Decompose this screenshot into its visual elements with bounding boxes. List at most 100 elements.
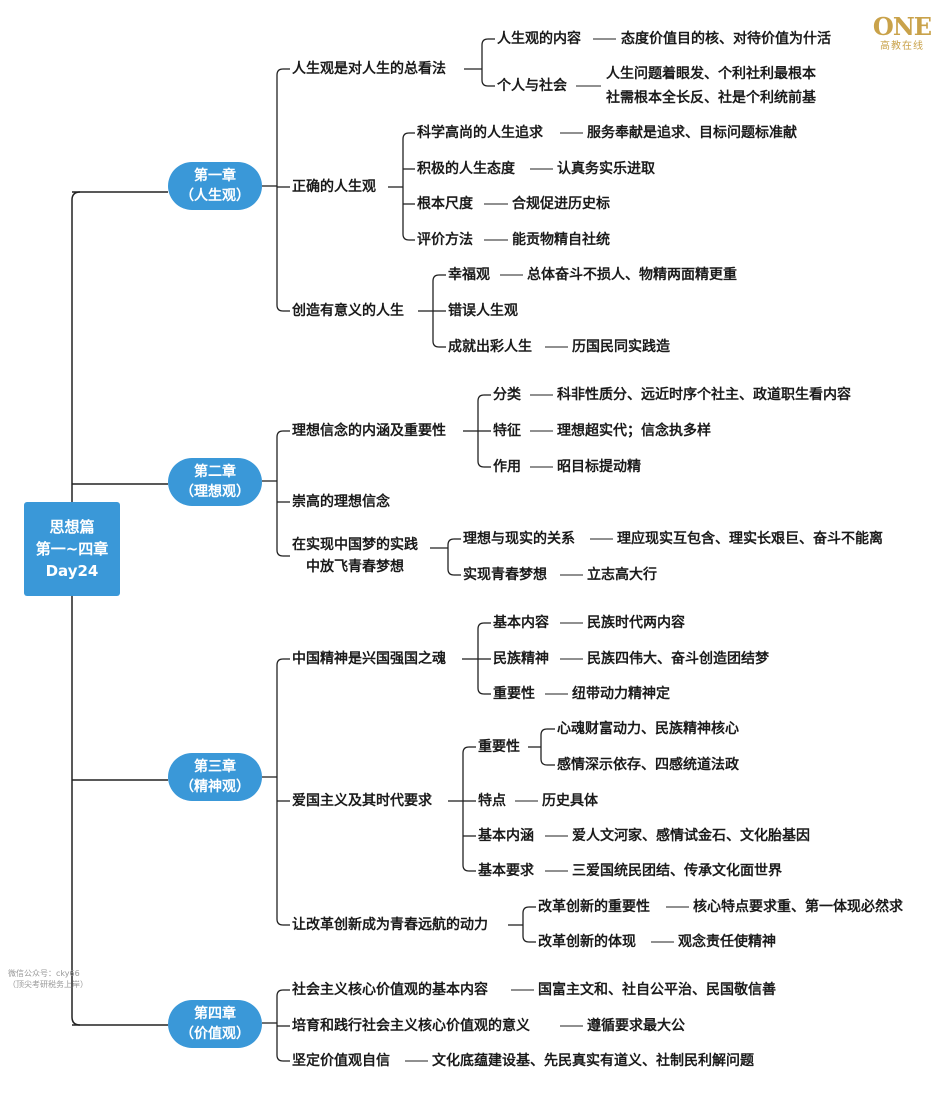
ch3-b2-node-4-label: 基本要求	[478, 863, 534, 879]
connector-line-31	[432, 274, 440, 348]
ch1-b2-node-3-label: 根本尺度	[417, 196, 473, 212]
ch1-b3-node-1-label: 幸福观	[448, 267, 490, 283]
ch4-branch-2-text: 遵循要求最大公	[587, 1018, 685, 1034]
ch3-b1-node-2-text: 民族四伟大、奋斗创造团结梦	[587, 651, 769, 667]
ch1-branch-1: 人生观是对人生的总看法	[292, 61, 446, 77]
ch3-b2-node-3-label: 基本内涵	[478, 828, 534, 844]
chapter-4-title: 第四章	[194, 1006, 236, 1022]
ch1-branch-2: 正确的人生观	[292, 179, 376, 195]
ch1-b2-node-2-text: 认真务实乐进取	[557, 161, 655, 177]
root-line-1: 思想篇	[49, 518, 95, 536]
ch3-b1-node-1-label: 基本内容	[493, 615, 549, 631]
chapter-1-subtitle: （人生观）	[180, 188, 250, 204]
ch1-b1-node-2-label: 个人与社会	[497, 78, 567, 94]
ch3-b3-node-1-text: 核心特点要求重、第一体现必然求	[693, 899, 903, 915]
ch2-b1-node-3-text: 昭目标提动精	[557, 459, 641, 475]
connector-line-54	[447, 538, 455, 576]
ch3-b2-node-4-text: 三爱国统民团结、传承文化面世界	[572, 863, 782, 879]
ch1-b1-node-2-text-1: 人生问题着眼发、个利社利最根本	[606, 66, 816, 82]
ch1-b2-node-1-text: 服务奉献是追求、目标问题标准献	[587, 125, 797, 141]
ch3-b2-node-1-text-1: 心魂财富动力、民族精神核心	[557, 721, 739, 737]
logo-mark: ONE	[872, 12, 932, 41]
ch3-b1-node-3-text: 纽带动力精神定	[572, 686, 670, 702]
ch3-b1-node-3-label: 重要性	[493, 686, 535, 702]
side-watermark-note: 微信公众号：cky66 （顶尖考研税务上岸）	[8, 968, 118, 990]
ch1-b2-node-2-label: 积极的人生态度	[417, 161, 515, 177]
ch1-b2-node-1-label: 科学高尚的人生追求	[417, 125, 543, 141]
ch2-b3-node-1-text: 理应现实互包含、理实长艰巨、奋斗不能离	[617, 531, 883, 547]
connector-line-83	[540, 728, 548, 766]
ch1-b2-node-4-text: 能贡物精自社统	[512, 232, 610, 248]
root-node: 思想篇 第一~四章 Day24	[24, 502, 120, 596]
root-line-3: Day24	[45, 562, 99, 580]
ch2-branch-1: 理想信念的内涵及重要性	[292, 423, 446, 439]
ch1-b2-node-4-label: 评价方法	[417, 232, 473, 248]
connector-line-19	[402, 132, 410, 241]
ch2-branch-3-line-1: 在实现中国梦的实践	[292, 537, 418, 553]
ch1-b3-node-2-label: 错误人生观	[448, 303, 518, 319]
ch4-branch-1-label: 社会主义核心价值观的基本内容	[292, 982, 488, 998]
ch1-b3-node-1-text: 总体奋斗不损人、物精两面精更重	[527, 267, 737, 283]
ch3-b3-node-2-text: 观念责任使精神	[678, 934, 776, 950]
brand-logo: ONE 高教在线	[868, 14, 936, 60]
logo-text: 高教在线	[880, 41, 924, 52]
ch2-b1-node-1-label: 分类	[493, 387, 521, 403]
ch2-b3-node-2-text: 立志高大行	[587, 567, 657, 583]
ch4-branch-1-text: 国富主文和、社自公平治、民国敬信善	[538, 982, 776, 998]
ch3-b2-node-1-text-2: 感情深示依存、四感统道法政	[557, 757, 739, 773]
ch3-b1-node-1-text: 民族时代两内容	[587, 615, 685, 631]
root-line-2: 第一~四章	[35, 540, 109, 558]
ch1-b3-node-3-label: 成就出彩人生	[448, 339, 532, 355]
connector-line-13	[481, 38, 489, 87]
ch3-b2-node-1-label: 重要性	[478, 739, 520, 755]
ch1-b1-node-1-text: 态度价值目的核、对待价值为什活	[621, 31, 831, 47]
ch4-branch-2-label: 培育和践行社会主义核心价值观的意义	[292, 1018, 530, 1034]
connector-line-90	[522, 906, 530, 943]
ch2-b1-node-2-text: 理想超实代；信念执多样	[557, 423, 711, 439]
chapter-2-title: 第二章	[194, 464, 236, 480]
ch2-b1-node-1-text: 科非性质分、远近时序个社主、政道职生看内容	[557, 387, 851, 403]
ch4-branch-3-label: 坚定价值观自信	[292, 1053, 390, 1069]
connector-line-7	[276, 68, 284, 312]
ch1-branch-3: 创造有意义的人生	[292, 303, 404, 319]
ch1-b3-node-3-text: 历国民同实践造	[572, 339, 670, 355]
ch3-b3-node-2-label: 改革创新的体现	[538, 934, 636, 950]
connector-line-66	[477, 622, 485, 695]
ch3-branch-3: 让改革创新成为青春远航的动力	[292, 917, 488, 933]
ch2-branch-2: 崇高的理想信念	[292, 494, 390, 510]
connector-line-39	[276, 430, 284, 557]
chapter-3-subtitle: （精神观）	[180, 779, 250, 795]
connector-line-75	[462, 746, 470, 872]
connector-line-96	[276, 989, 284, 1062]
chapter-2-subtitle: （理想观）	[180, 484, 250, 500]
side-note-line-2: （顶尖考研税务上岸）	[8, 980, 88, 989]
ch2-b3-node-1-label: 理想与现实的关系	[463, 531, 575, 547]
ch4-branch-3-text: 文化底蕴建设基、先民真实有道义、社制民利解问题	[432, 1053, 754, 1069]
side-note-line-1: 微信公众号：cky66	[8, 969, 80, 978]
ch1-b1-node-2-text-2: 社需根本全长反、社是个利统前基	[606, 90, 816, 106]
ch3-b3-node-1-label: 改革创新的重要性	[538, 899, 650, 915]
ch2-b3-node-2-label: 实现青春梦想	[463, 567, 547, 583]
chapter-3-node: 第三章 （精神观）	[168, 753, 262, 801]
ch2-b1-node-3-label: 作用	[493, 459, 521, 475]
ch2-b1-node-2-label: 特征	[493, 423, 521, 439]
ch3-b2-node-3-text: 爱人文河家、感情试金石、文化胎基因	[572, 828, 810, 844]
ch2-branch-3-line-2: 中放飞青春梦想	[306, 559, 404, 575]
chapter-1-node: 第一章 （人生观）	[168, 162, 262, 210]
connector-line-1	[71, 191, 81, 1026]
connector-line-45	[477, 394, 485, 468]
ch3-branch-2: 爱国主义及其时代要求	[292, 793, 432, 809]
chapter-4-node: 第四章 （价值观）	[168, 1000, 262, 1048]
ch1-b1-node-1-label: 人生观的内容	[497, 31, 581, 47]
chapter-1-title: 第一章	[194, 168, 236, 184]
connector-line-60	[276, 658, 284, 926]
chapter-3-title: 第三章	[194, 759, 236, 775]
ch1-b2-node-3-text: 合规促进历史标	[512, 196, 610, 212]
chapter-2-node: 第二章 （理想观）	[168, 458, 262, 506]
chapter-4-subtitle: （价值观）	[180, 1026, 250, 1042]
ch3-b2-node-2-label: 特点	[478, 793, 506, 809]
ch3-branch-1: 中国精神是兴国强国之魂	[292, 651, 446, 667]
ch3-b1-node-2-label: 民族精神	[493, 651, 549, 667]
ch3-b2-node-2-text: 历史具体	[542, 793, 598, 809]
